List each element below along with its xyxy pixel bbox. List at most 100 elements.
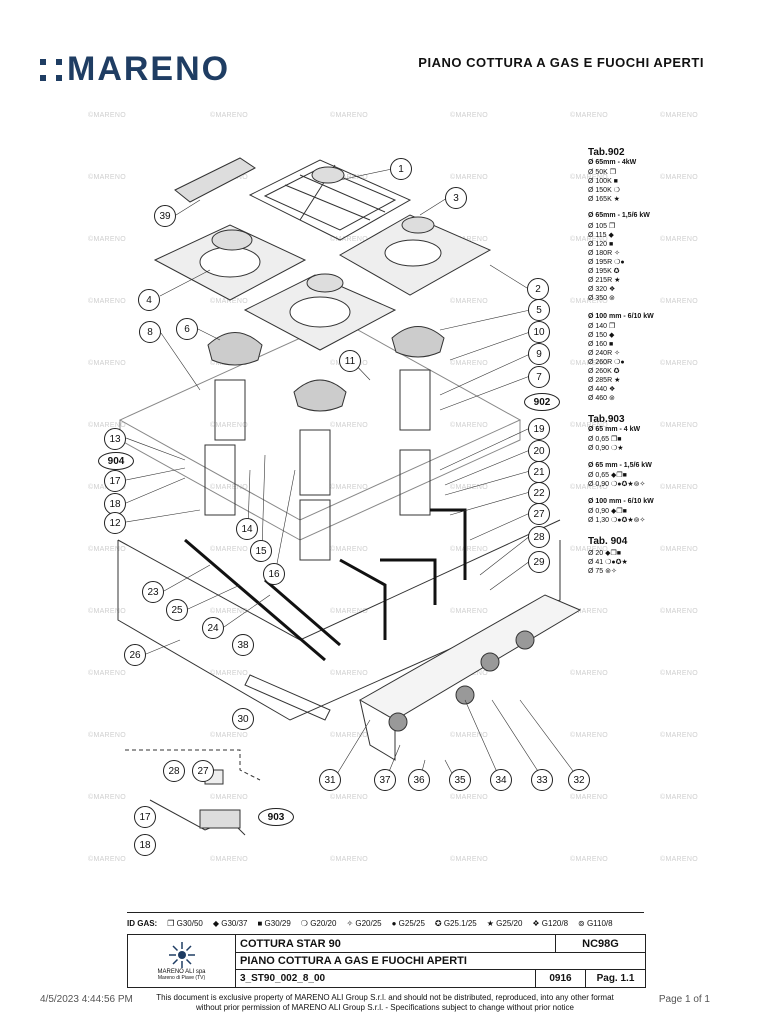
watermark: ©MARENO — [330, 484, 368, 491]
tab-row: Ø 285R ★ — [588, 377, 621, 384]
watermark: ©MARENO — [330, 670, 368, 677]
product-code: NC98G — [556, 935, 645, 953]
tab-row: Ø 0,90 ❍●✪★⊚✧ — [588, 481, 646, 488]
tab-row: Ø 0,90 ◆❐■ — [588, 508, 627, 515]
callout: 8 — [139, 321, 161, 343]
callout: 24 — [202, 617, 224, 639]
copyright-notice: This document is exclusive property of M… — [156, 993, 614, 1012]
watermark: ©MARENO — [570, 112, 608, 119]
tab903-heading-3: Ø 100 mm - 6/10 kW — [588, 498, 654, 505]
gas-entry: ❖ G120/8 — [532, 918, 569, 928]
flame-spreader-39 — [174, 157, 256, 203]
watermark: ©MARENO — [660, 174, 698, 181]
callout: 21 — [528, 461, 550, 483]
callout: 37 — [374, 769, 396, 791]
tab-row: Ø 260R ❍● — [588, 359, 625, 366]
callout: 27 — [528, 503, 550, 525]
watermark: ©MARENO — [210, 484, 248, 491]
tab902-heading-1: Ø 65mm - 4kW — [588, 159, 637, 166]
watermark: ©MARENO — [210, 546, 248, 553]
watermark: ©MARENO — [570, 794, 608, 801]
company-location: Mareno di Piave (TV) — [157, 975, 206, 981]
gas-entry: ✧ G20/25 — [346, 918, 382, 928]
callout: 27 — [192, 760, 214, 782]
callout: 25 — [166, 599, 188, 621]
tab-row: Ø 100K ■ — [588, 178, 618, 185]
callout: 34 — [490, 769, 512, 791]
id-gas-label: ID GAS: — [127, 918, 158, 928]
watermark: ©MARENO — [570, 298, 608, 305]
tab-row: Ø 120 ■ — [588, 241, 614, 248]
tab-row: Ø 165K ★ — [588, 196, 620, 203]
watermark: ©MARENO — [450, 298, 488, 305]
watermark: ©MARENO — [88, 732, 126, 739]
watermark: ©MARENO — [660, 298, 698, 305]
watermark: ©MARENO — [570, 546, 608, 553]
tab-row: Ø 105 ❐ — [588, 223, 616, 230]
tab-row: Ø 260K ✪ — [588, 368, 620, 375]
callout: 9 — [528, 343, 550, 365]
callout: 11 — [339, 350, 361, 372]
watermark: ©MARENO — [660, 732, 698, 739]
callout: 26 — [124, 644, 146, 666]
tab902-title: Tab.902 — [588, 147, 625, 158]
callout: 2 — [527, 278, 549, 300]
watermark: ©MARENO — [210, 670, 248, 677]
watermark: ©MARENO — [88, 856, 126, 863]
watermark: ©MARENO — [660, 360, 698, 367]
tab-row: Ø 115 ◆ — [588, 232, 614, 239]
watermark: ©MARENO — [330, 236, 368, 243]
callout: 10 — [528, 321, 550, 343]
watermark: ©MARENO — [570, 360, 608, 367]
logo-mark-icon — [40, 58, 62, 81]
watermark: ©MARENO — [330, 546, 368, 553]
watermark: ©MARENO — [450, 794, 488, 801]
burner-cap-1 — [311, 166, 345, 184]
callout: 32 — [568, 769, 590, 791]
tab-row: Ø 215R ★ — [588, 277, 621, 284]
tab-row: Ø 0,90 ❍★ — [588, 445, 624, 452]
tab903-title: Tab.903 — [588, 414, 625, 425]
watermark: ©MARENO — [570, 174, 608, 181]
gas-entry: ● G25/25 — [391, 918, 425, 928]
watermark: ©MARENO — [210, 422, 248, 429]
company-cell: MARENO ALI spa Mareno di Piave (TV) — [128, 935, 236, 987]
watermark: ©MARENO — [450, 422, 488, 429]
tab903-heading-1: Ø 65 mm - 4 kW — [588, 426, 641, 433]
callout: 4 — [138, 289, 160, 311]
callout: 29 — [528, 551, 550, 573]
watermark: ©MARENO — [570, 732, 608, 739]
drawing-page: Pag. 1.1 — [596, 973, 635, 984]
watermark: ©MARENO — [570, 236, 608, 243]
callout-oval: 904 — [98, 452, 134, 470]
tab903-heading-2: Ø 65 mm - 1,5/6 kW — [588, 462, 652, 469]
burner-5 — [391, 326, 445, 358]
callout: 28 — [528, 526, 550, 548]
callout: 23 — [142, 581, 164, 603]
burner-cap-2 — [211, 229, 253, 251]
watermark: ©MARENO — [570, 670, 608, 677]
gas-pipe — [184, 538, 326, 662]
tab-row: Ø 0,65 ❐■ — [588, 436, 622, 443]
callout: 36 — [408, 769, 430, 791]
mareno-logo: MARENO — [40, 50, 230, 89]
tab-row: Ø 20 ◆❐■ — [588, 550, 622, 557]
watermark: ©MARENO — [330, 112, 368, 119]
callout-oval: 902 — [524, 393, 560, 411]
logo-text: MARENO — [67, 50, 231, 88]
tab-row: Ø 460 ⊚ — [588, 395, 615, 402]
gas-entry: ❍ G20/20 — [300, 918, 337, 928]
tab-row: Ø 160 ■ — [588, 341, 614, 348]
watermark: ©MARENO — [210, 298, 248, 305]
callout: 1 — [390, 158, 412, 180]
tab-row: Ø 195K ✪ — [588, 268, 620, 275]
watermark: ©MARENO — [330, 422, 368, 429]
watermark: ©MARENO — [570, 422, 608, 429]
tab-row: Ø 140 ❐ — [588, 323, 616, 330]
watermark: ©MARENO — [660, 608, 698, 615]
watermark: ©MARENO — [88, 360, 126, 367]
burner-6 — [207, 332, 263, 366]
watermark: ©MARENO — [210, 608, 248, 615]
watermark: ©MARENO — [210, 112, 248, 119]
